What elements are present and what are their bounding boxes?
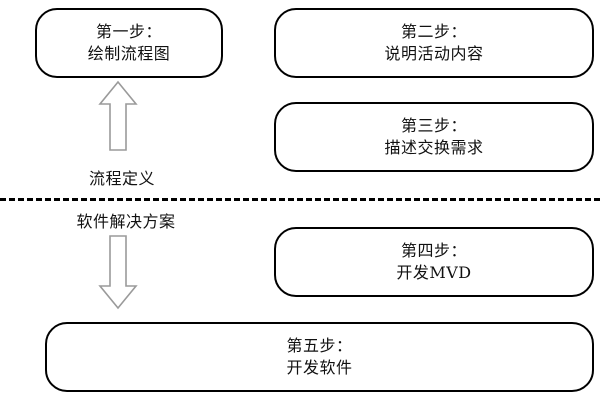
- step-box-3[interactable]: 第三步： 描述交换需求: [274, 102, 594, 172]
- step-1-line-2: 绘制流程图: [87, 44, 171, 63]
- label-process-definition: 流程定义: [88, 169, 155, 188]
- step-2-line-1: 第二步：: [400, 21, 467, 41]
- step-3-line-1: 第三步：: [400, 115, 467, 135]
- label-software-solution: 软件解决方案: [76, 212, 176, 231]
- phase-divider: [0, 198, 600, 201]
- step-box-2[interactable]: 第二步： 说明活动内容: [274, 8, 594, 78]
- down-block-arrow-icon: [97, 234, 139, 310]
- step-box-1[interactable]: 第一步： 绘制流程图: [35, 8, 223, 78]
- step-5-line-2: 开发软件: [286, 358, 353, 377]
- step-4-line-2: 开发MVD: [396, 263, 472, 282]
- step-3-line-2: 描述交换需求: [384, 138, 484, 157]
- step-box-5[interactable]: 第五步： 开发软件: [45, 322, 594, 392]
- step-1-line-1: 第一步：: [95, 21, 162, 41]
- step-box-4[interactable]: 第四步： 开发MVD: [274, 227, 594, 297]
- step-5-line-1: 第五步：: [286, 335, 353, 355]
- step-4-line-1: 第四步：: [400, 240, 467, 260]
- step-2-line-2: 说明活动内容: [384, 44, 484, 63]
- up-block-arrow-icon: [97, 80, 139, 152]
